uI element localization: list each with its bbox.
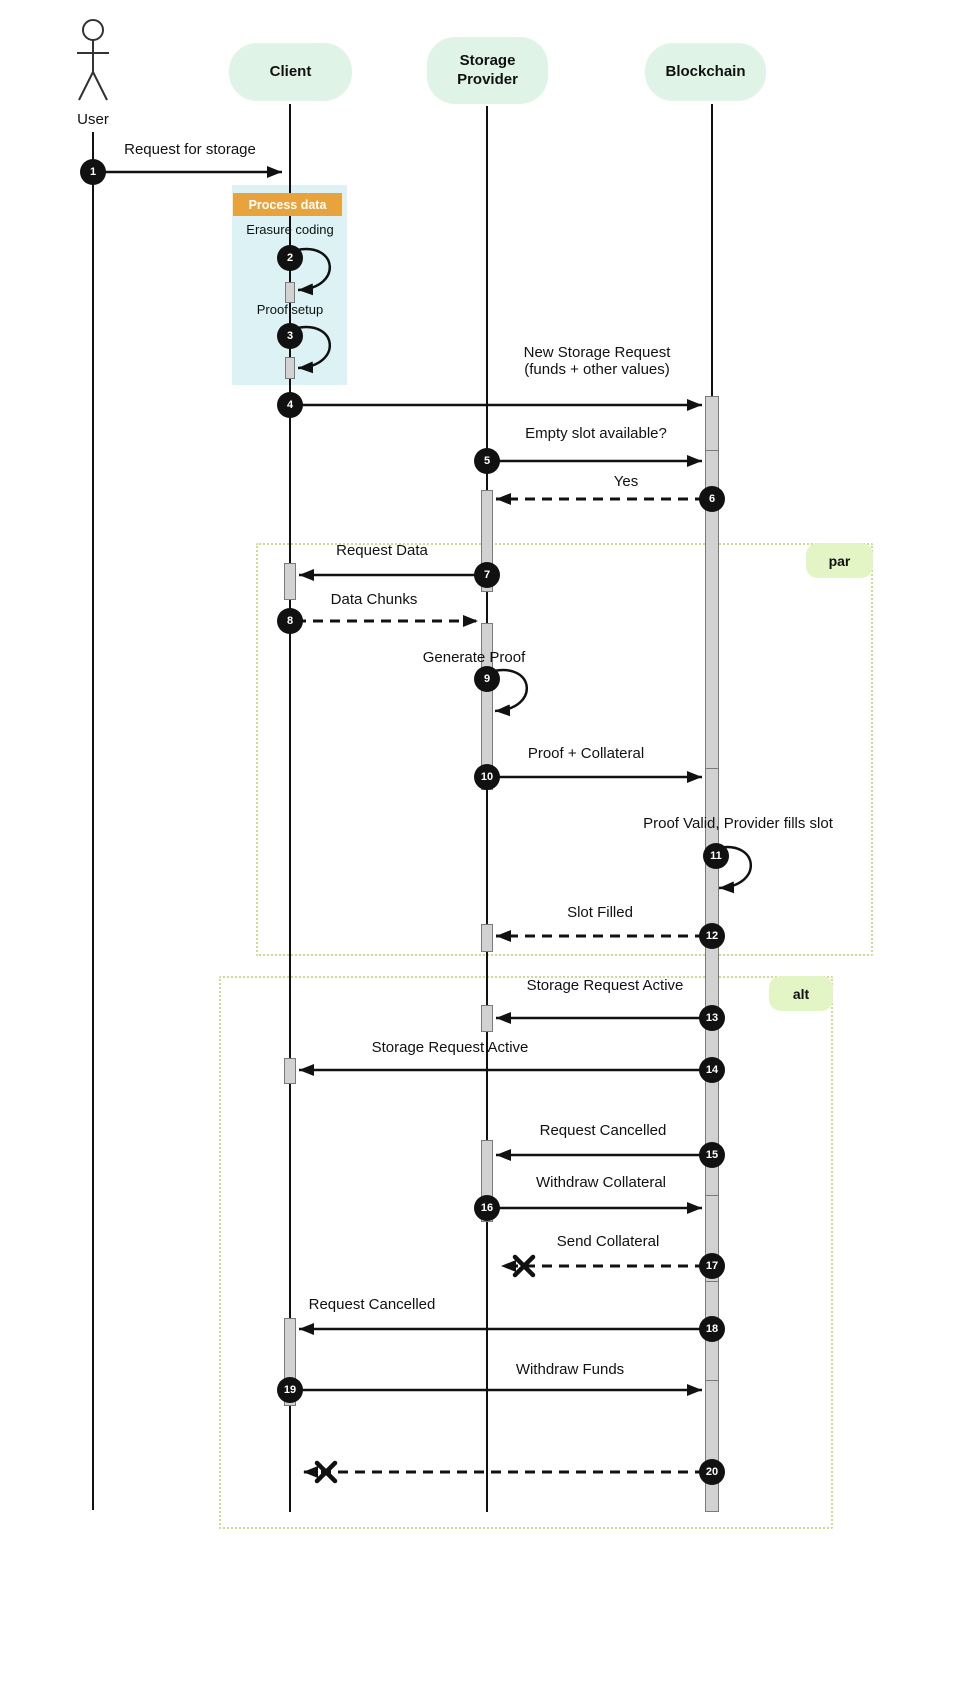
message-label-19: Withdraw Funds bbox=[515, 1361, 625, 1378]
alt-frame bbox=[219, 976, 833, 1529]
message-label-6: Yes bbox=[613, 473, 639, 490]
message-label-9: Generate Proof bbox=[422, 649, 526, 666]
self-loop-2 bbox=[296, 247, 331, 296]
seq-badge-1: 1 bbox=[80, 159, 106, 185]
participant-blockchain: Blockchain bbox=[645, 43, 766, 101]
seq-badge-17: 17 bbox=[699, 1253, 725, 1279]
par-frame-label: par bbox=[806, 543, 873, 578]
self-loop-9 bbox=[493, 668, 528, 717]
message-label-15: Request Cancelled bbox=[539, 1122, 667, 1139]
message-label-7: Request Data bbox=[336, 542, 428, 559]
activation-blockchain-main bbox=[705, 396, 719, 1512]
seq-badge-20: 20 bbox=[699, 1459, 725, 1485]
message-label-8: Data Chunks bbox=[330, 591, 418, 608]
seq-badge-7: 7 bbox=[474, 562, 500, 588]
message-label-3: Proof setup bbox=[256, 302, 324, 317]
self-loop-11 bbox=[717, 845, 752, 894]
seq-badge-3: 3 bbox=[277, 323, 303, 349]
message-label-13: Storage Request Active bbox=[526, 977, 684, 994]
seq-badge-9: 9 bbox=[474, 666, 500, 692]
participant-storage-provider: Storage Provider bbox=[427, 37, 548, 104]
activation-sp-4 bbox=[481, 1005, 493, 1032]
message-label-10: Proof + Collateral bbox=[527, 745, 645, 762]
seq-badge-16: 16 bbox=[474, 1195, 500, 1221]
message-label-16: Withdraw Collateral bbox=[535, 1174, 667, 1191]
message-label-12: Slot Filled bbox=[567, 904, 633, 921]
lost-message-x-20 bbox=[314, 1460, 338, 1484]
process-data-label: Process data bbox=[233, 193, 342, 216]
activation-sp-3 bbox=[481, 924, 493, 952]
user-actor-icon bbox=[77, 19, 109, 101]
seq-badge-5: 5 bbox=[474, 448, 500, 474]
par-frame bbox=[256, 543, 873, 956]
message-label-11: Proof Valid, Provider fills slot bbox=[643, 815, 833, 832]
participant-client: Client bbox=[229, 43, 352, 101]
self-loop-3 bbox=[296, 325, 331, 374]
message-label-1: Request for storage bbox=[124, 141, 256, 158]
seq-badge-12: 12 bbox=[699, 923, 725, 949]
message-label-17: Send Collateral bbox=[556, 1233, 660, 1250]
seq-badge-13: 13 bbox=[699, 1005, 725, 1031]
lost-message-x-17 bbox=[512, 1254, 536, 1278]
activation-client-selfloop-2 bbox=[285, 357, 295, 379]
seq-badge-6: 6 bbox=[699, 486, 725, 512]
activation-client-1 bbox=[284, 563, 296, 600]
seq-badge-18: 18 bbox=[699, 1316, 725, 1342]
seq-badge-4: 4 bbox=[277, 392, 303, 418]
seq-badge-15: 15 bbox=[699, 1142, 725, 1168]
seq-badge-11: 11 bbox=[703, 843, 729, 869]
seq-badge-14: 14 bbox=[699, 1057, 725, 1083]
activation-client-2 bbox=[284, 1058, 296, 1084]
activation-client-selfloop-1 bbox=[285, 282, 295, 303]
seq-badge-10: 10 bbox=[474, 764, 500, 790]
message-label-14: Storage Request Active bbox=[371, 1039, 529, 1056]
message-label-18: Request Cancelled bbox=[308, 1296, 436, 1313]
message-label-2: Erasure coding bbox=[246, 222, 334, 237]
activation-blockchain-4 bbox=[705, 1380, 719, 1512]
seq-badge-2: 2 bbox=[277, 245, 303, 271]
participant-user-label: User bbox=[77, 111, 109, 128]
alt-frame-label: alt bbox=[769, 976, 833, 1011]
message-label-5: Empty slot available? bbox=[525, 425, 667, 442]
seq-badge-19: 19 bbox=[277, 1377, 303, 1403]
seq-badge-8: 8 bbox=[277, 608, 303, 634]
message-label-4: New Storage Request (funds + other value… bbox=[523, 344, 671, 378]
